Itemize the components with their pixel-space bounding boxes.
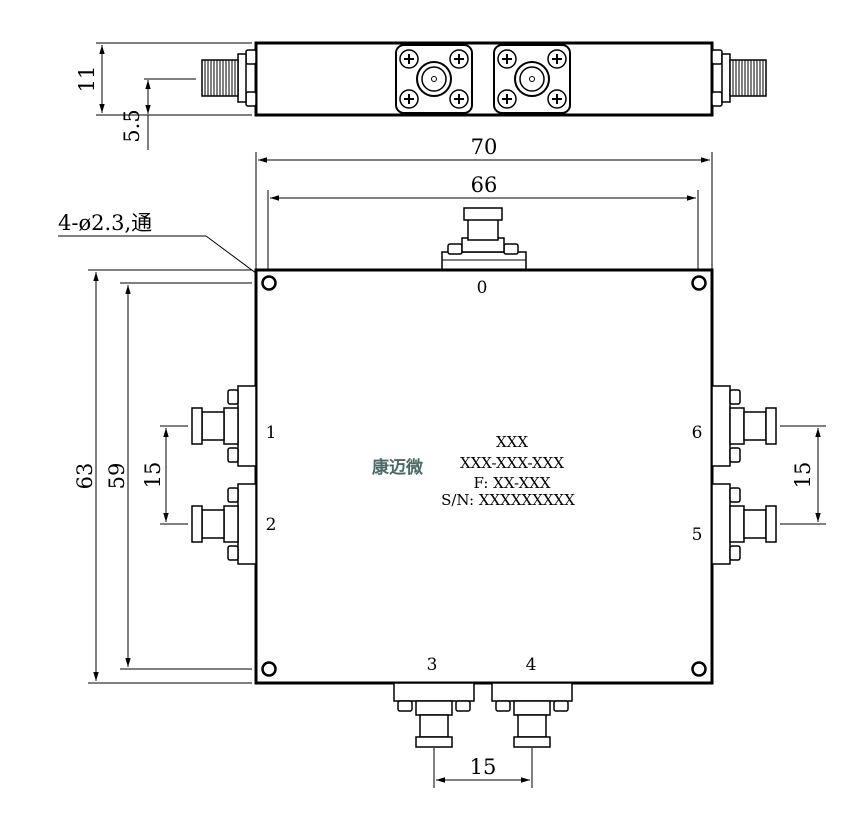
height-dimensions: 63 59 (73, 269, 252, 684)
port-4-connector (491, 682, 573, 748)
nameplate-line-1: XXX (496, 433, 528, 451)
port-2-connector (191, 483, 257, 565)
port-3-connector (393, 682, 475, 748)
nameplate-line-3: F: XX-XXX (473, 474, 550, 492)
mount-hole-bottom-right (691, 661, 707, 677)
dim-width-70: 70 (471, 135, 498, 159)
mount-hole-top-right (691, 275, 707, 291)
dim-height-11: 11 (75, 66, 99, 93)
port-label-5: 5 (692, 525, 703, 545)
port-1-connector (191, 385, 257, 467)
side-flange-right (493, 44, 571, 114)
dim-bottom-spacing: 15 (470, 755, 497, 779)
width-dimensions: 70 66 (255, 135, 713, 270)
right-spacing-dimension: 15 (780, 425, 826, 525)
port-6-connector (711, 385, 777, 467)
main-body (254, 268, 714, 685)
port-5-connector (711, 483, 777, 565)
port-label-3: 3 (427, 655, 438, 675)
nameplate-line-2: XXX-XXX-XXX (460, 454, 564, 472)
port-label-4: 4 (526, 655, 537, 675)
dim-width-66: 66 (471, 173, 498, 197)
nameplate: 康迈微 XXX XXX-XXX-XXX F: XX-XXX S/N: XXXXX… (372, 433, 575, 509)
dim-height-59: 59 (105, 463, 129, 490)
dim-right-spacing: 15 (791, 462, 815, 489)
port-label-0: 0 (477, 278, 488, 298)
side-view-body (254, 41, 714, 117)
side-flange-left (395, 44, 473, 114)
mount-hole-top-left (261, 275, 277, 291)
dim-left-spacing: 15 (141, 462, 165, 489)
port-label-1: 1 (266, 423, 277, 443)
mount-hole-bottom-left (261, 661, 277, 677)
left-spacing-dimension: 15 (141, 425, 188, 525)
port-label-2: 2 (266, 515, 277, 535)
main-view: 0 1 2 3 4 5 6 康迈微 XXX XXX-XXX-XXX F: XX-… (191, 207, 777, 748)
hole-note: 4-ø2.3,通 (58, 211, 152, 235)
nameplate-line-4: S/N: XXXXXXXXX (441, 491, 575, 509)
port-0-connector (441, 207, 527, 271)
dim-height-63: 63 (73, 463, 97, 490)
side-view: 11 5.5 (75, 41, 767, 150)
side-left-connector (201, 49, 257, 107)
side-right-connector (711, 49, 767, 107)
brand-logo: 康迈微 (372, 457, 424, 478)
port-label-6: 6 (692, 423, 703, 443)
dim-offset-5-5: 5.5 (120, 109, 144, 142)
bottom-spacing-dimension: 15 (433, 748, 533, 788)
